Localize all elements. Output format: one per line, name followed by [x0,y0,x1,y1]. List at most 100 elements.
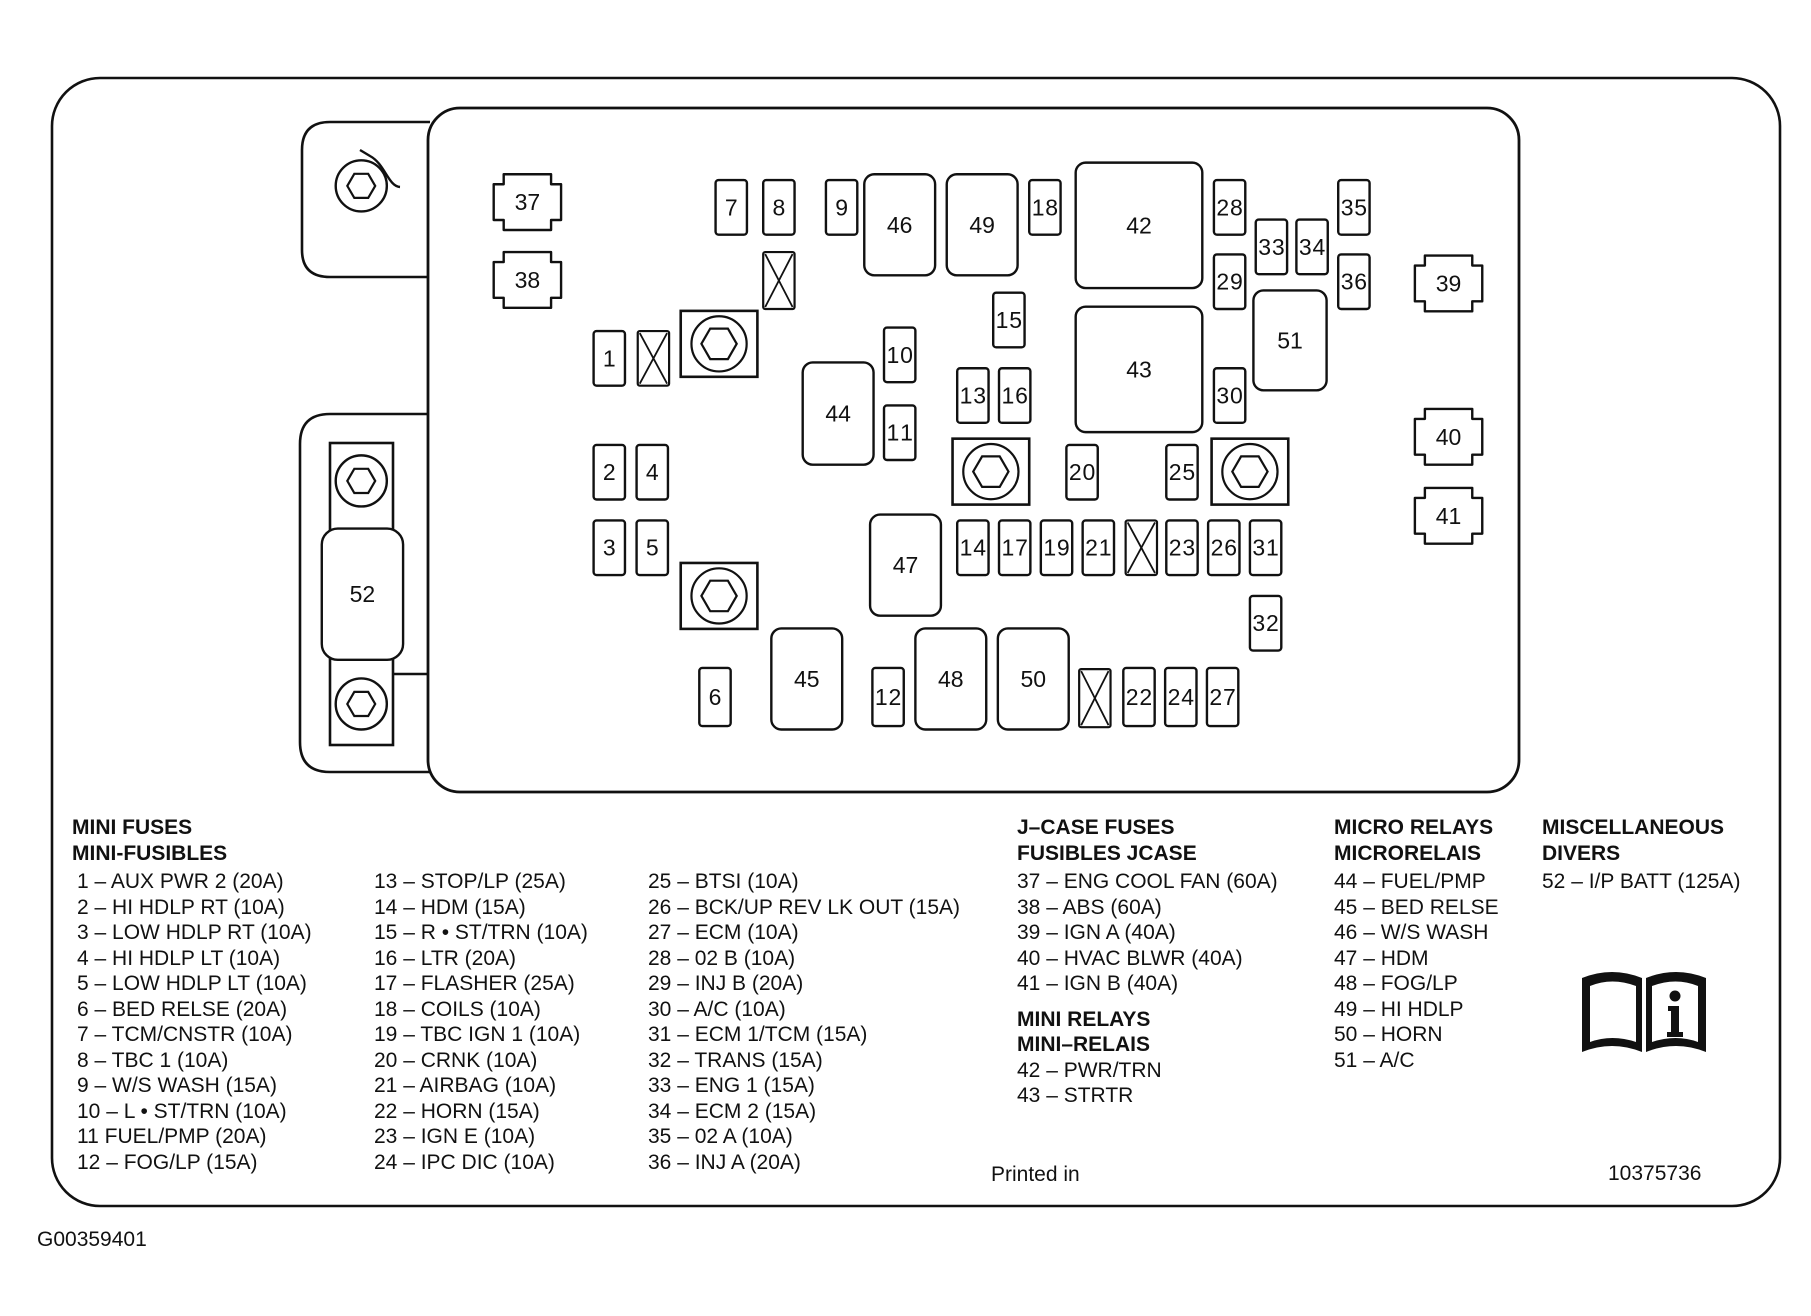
mini-fuse-27 [1205,666,1240,728]
lower-left-tab [298,412,430,774]
mini-fuse-item: 31 – ECM 1/TCM (15A) [648,1023,868,1046]
mini-fuse-item: 19 – TBC IGN 1 (10A) [374,1023,581,1046]
mini-fuse-item: 30 – A/C (10A) [648,997,786,1021]
mini-fuse-label-10: 10 [886,342,912,368]
mini-fuse-label-27: 27 [1209,684,1235,710]
mini-fuse-19 [1039,519,1074,577]
heading-mini-relays: MINI RELAYS [1017,1007,1151,1031]
mini-fuse-label-12: 12 [875,684,901,710]
mini-fuse-item: 15 – R • ST/TRN (10A) [374,921,588,944]
micro-relay-item: 48 – FOG/LP [1334,972,1458,995]
mini-fuse-18 [1028,178,1062,236]
upper-stud-bracket [359,148,401,189]
info-book-icon [1582,972,1706,1052]
heading-mini-fuses: MINI FUSES [72,816,193,839]
jcase-fuse-label-41: 41 [1436,503,1462,529]
relay-label-42: 42 [1126,212,1152,238]
mini-fuse-28 [1212,178,1247,236]
mini-fuse-label-20: 20 [1069,459,1095,485]
micro-relay-item: 51 – A/C [1334,1048,1415,1072]
heading-microrelais: MICRORELAIS [1334,841,1481,865]
mini-fuse-label-11: 11 [886,420,912,446]
mini-fuse-label-21: 21 [1085,535,1111,561]
heading-mini-fusibles: MINI-FUSIBLES [72,841,228,865]
relay-label-44: 44 [825,401,851,427]
mini-fuse-label-9: 9 [835,194,848,220]
legend-mini-fuses-col-2: 13 – STOP/LP (25A)14 – HDM (15A)15 – R •… [374,869,588,1175]
mini-fuse-label-1: 1 [603,345,616,371]
jcase-fuse-38 [492,250,563,310]
mini-fuse-label-29: 29 [1216,269,1242,295]
mini-fuse-item: 10 – L • ST/TRN (10A) [77,1099,287,1123]
jcase-fuse-list: 37 – ENG COOL FAN (60A)38 – ABS (60A)39 … [1017,869,1278,997]
mini-fuse-item: 1 – AUX PWR 2 (20A) [77,870,284,893]
relay-47 [868,513,943,617]
mini-fuse-item: 32 – TRANS (15A) [648,1048,823,1072]
mini-fuse-8 [761,178,796,236]
battery-fuse-label-52: 52 [350,581,376,607]
mini-fuse-label-30: 30 [1216,383,1242,409]
mini-fuse-item: 7 – TCM/CNSTR (10A) [77,1023,293,1046]
relay-44 [801,361,875,466]
mini-fuse-label-7: 7 [725,194,738,220]
legend-jcase-fuses: J–CASE FUSES FUSIBLES JCASE 37 – ENG COO… [1017,815,1278,1109]
hex-nut-icon [700,579,738,613]
heading-jcase-fuses: J–CASE FUSES [1017,816,1175,839]
mounting-bolts [334,159,1290,731]
mini-relay-item: 43 – STRTR [1017,1084,1134,1107]
mini-fuse-label-33: 33 [1258,234,1284,260]
mini-fuse-32 [1248,594,1283,652]
jcase-fuse-41 [1413,486,1484,545]
relay-label-48: 48 [938,666,964,692]
mini-fuse-item: 18 – COILS (10A) [374,997,541,1021]
mini-fuse-item: 9 – W/S WASH (15A) [77,1074,277,1097]
mini-fuse-item: 12 – FOG/LP (15A) [77,1150,258,1174]
mini-fuse-item: 13 – STOP/LP (25A) [374,870,566,893]
mini-fuse-item: 4 – HI HDLP LT (10A) [77,946,281,970]
mini-fuse-item: 28 – 02 B (10A) [648,946,796,970]
mini-fuse-34 [1295,218,1329,276]
mini-fuse-15 [992,291,1026,349]
jcase-fuse-label-39: 39 [1436,270,1462,296]
hex-nut-icon [346,690,377,718]
hex-nut-icon [346,172,377,199]
mini-fuse-17 [997,519,1032,577]
heading-micro-relays: MICRO RELAYS [1334,816,1494,839]
mini-fuse-29 [1212,253,1247,311]
relay-label-45: 45 [794,666,820,692]
empty-slot-cross [1126,521,1156,574]
jcase-fuse-item: 37 – ENG COOL FAN (60A) [1017,870,1278,893]
micro-relay-item: 44 – FUEL/PMP [1334,870,1486,893]
mini-fuse-item: 6 – BED RELSE (20A) [77,997,288,1021]
empty-slot-cross [764,253,794,308]
mini-fuse-label-35: 35 [1341,194,1367,220]
relay-label-43: 43 [1126,356,1152,382]
mini-fuse-label-5: 5 [646,535,659,561]
mini-fuse-label-23: 23 [1169,535,1195,561]
mini-fuse-label-14: 14 [960,535,987,561]
heading-fusibles-jcase: FUSIBLES JCASE [1017,841,1197,865]
mini-fuse-label-4: 4 [646,459,659,485]
mini-fuse-label-3: 3 [603,535,616,561]
mini-fuse-item: 5 – LOW HDLP LT (10A) [77,972,307,995]
mini-fuse-item: 24 – IPC DIC (10A) [374,1150,555,1174]
mini-fuse-item: 22 – HORN (15A) [374,1099,540,1123]
jcase-fuse-item: 41 – IGN B (40A) [1017,972,1179,995]
mini-fuse-36 [1337,253,1371,311]
mini-fuse-label-24: 24 [1168,684,1195,710]
jcase-fuse-label-37: 37 [515,189,541,215]
jcase-fuse-item: 40 – HVAC BLWR (40A) [1017,946,1243,970]
printed-in-label: Printed in [991,1163,1080,1186]
relay-50 [996,627,1070,731]
mini-fuse-label-13: 13 [960,383,986,409]
relay-label-47: 47 [893,552,919,578]
mini-fuse-item: 29 – INJ B (20A) [648,972,804,995]
relay-42 [1074,161,1204,290]
mini-fuse-item: 35 – 02 A (10A) [648,1125,793,1148]
heading-divers: DIVERS [1542,841,1621,865]
mini-fuse-item: 33 – ENG 1 (15A) [648,1074,815,1097]
mini-fuse-item: 25 – BTSI (10A) [648,870,799,893]
